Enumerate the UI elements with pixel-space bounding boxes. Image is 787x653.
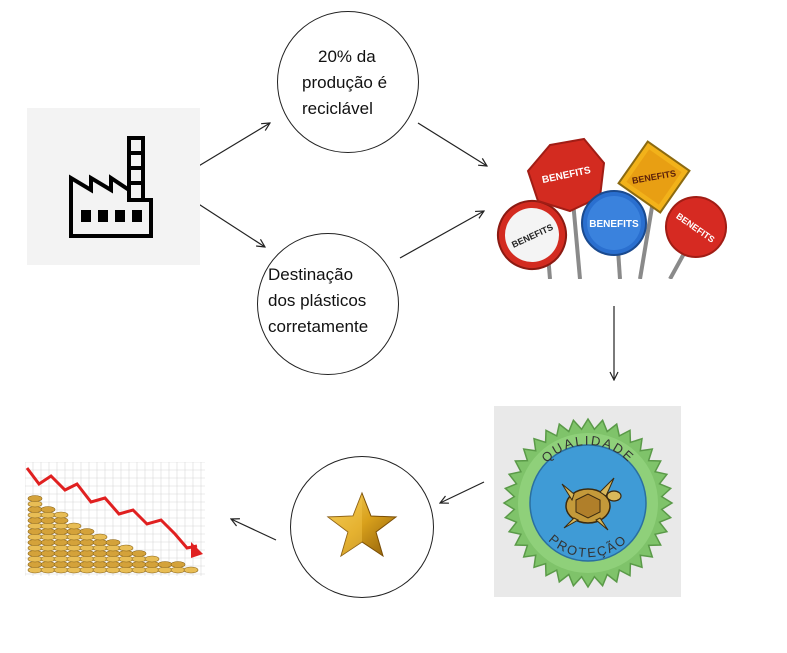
benefits-node: BENEFITS BENEFITS BENEFITS BENEFITS BENE… — [492, 135, 734, 280]
arrow-destination-to-benefits — [399, 211, 484, 259]
turtle-icon — [561, 477, 622, 531]
chart-node — [24, 461, 205, 576]
destination-text: Destinação dos plásticos corretamente — [268, 262, 398, 340]
arrow-seal-to-star — [440, 481, 485, 503]
production-text: 20% da produção é reciclável — [302, 44, 417, 122]
production-line-3: reciclável — [302, 99, 373, 118]
destination-line-2: dos plásticos — [268, 291, 367, 310]
factory-node — [27, 108, 200, 265]
star-node — [326, 489, 398, 561]
declining-coins-chart-icon — [24, 461, 205, 576]
destination-line-3: corretamente — [268, 317, 369, 336]
factory-icon — [69, 136, 153, 238]
destination-circle — [257, 233, 399, 375]
production-circle — [277, 11, 419, 153]
benefits-signs-icon: BENEFITS BENEFITS BENEFITS BENEFITS BENE… — [497, 137, 727, 280]
arrow-factory-to-destination — [196, 202, 265, 247]
production-line-2: produção é — [302, 73, 388, 92]
gold-star-icon — [326, 491, 398, 558]
arrow-factory-to-production — [196, 123, 270, 168]
seal-node: QUALIDADE PROTEÇÃO — [494, 406, 681, 597]
production-line-1: 20% da — [318, 47, 376, 66]
benefits-label-4: BENEFITS — [589, 219, 639, 230]
arrow-star-to-chart — [231, 519, 277, 541]
arrow-production-to-benefits — [417, 122, 487, 166]
destination-line-1: Destinação — [268, 265, 354, 284]
quality-seal-icon: QUALIDADE PROTEÇÃO — [502, 417, 674, 589]
